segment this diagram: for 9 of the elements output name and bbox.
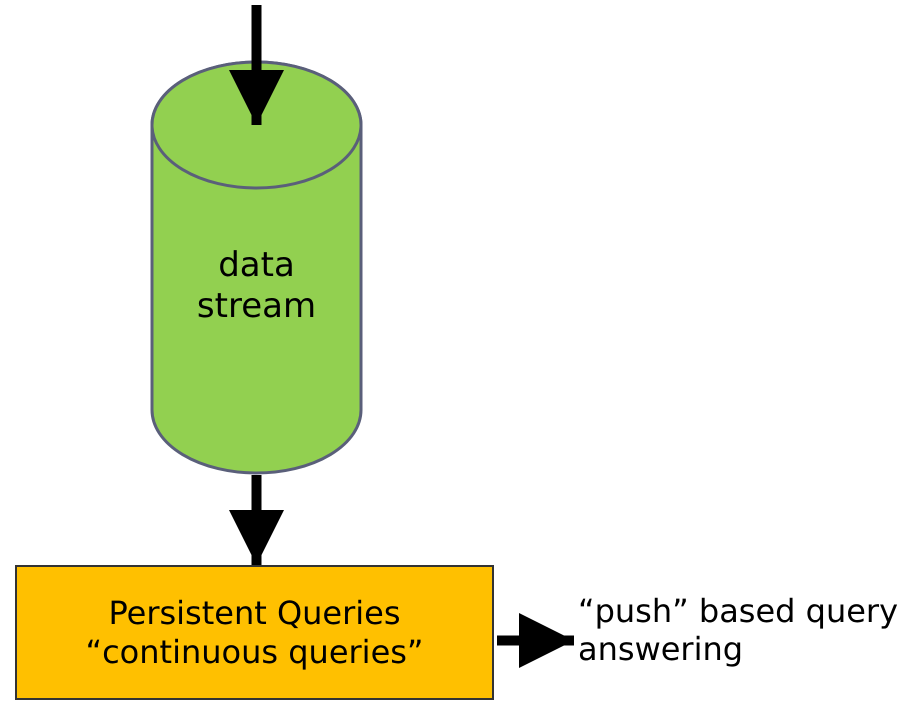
text-label: “push” based query answering (578, 592, 918, 702)
box-label: Persistent Queries (108, 594, 401, 632)
arrow (497, 613, 574, 668)
cylinder (150, 60, 363, 475)
arrow (229, 5, 284, 125)
cylinder-label: data stream (196, 245, 318, 327)
arrow (229, 475, 284, 565)
box-label: “continuous queries” (86, 632, 424, 671)
process-box (15, 565, 494, 700)
